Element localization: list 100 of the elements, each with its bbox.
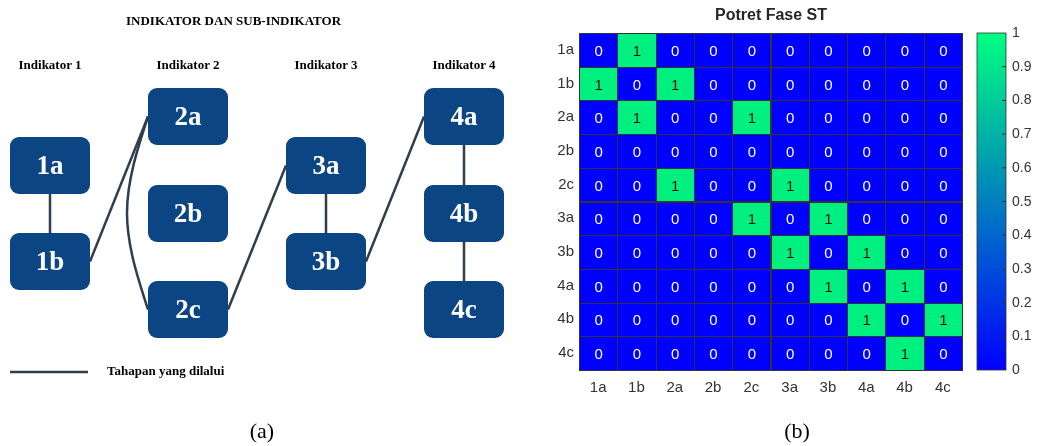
row-label: 1b <box>556 73 574 91</box>
colorbar-tick-label: 0.1 <box>1012 327 1032 344</box>
node-label: 4a <box>450 101 478 132</box>
heatmap-cell: 0 <box>808 336 849 371</box>
heatmap-cell: 1 <box>617 33 657 68</box>
heatmap-cell: 1 <box>885 268 925 304</box>
sub-indicator-box <box>10 137 90 194</box>
node-label: 3b <box>311 246 341 277</box>
indicator-heading: Indikator 3 <box>293 57 359 73</box>
heatmap-cell: 0 <box>693 134 734 169</box>
heatmap-cell: 0 <box>885 33 925 68</box>
connector-line <box>462 242 466 281</box>
connector-line <box>226 165 288 310</box>
legend-label: Tahapan yang dilalui <box>107 363 225 379</box>
sub-indicator-box <box>148 88 228 145</box>
heatmap-cell: 0 <box>655 235 695 270</box>
heatmap-cell: 0 <box>693 235 734 270</box>
heatmap-cell: 1 <box>770 235 810 270</box>
row-label: 4b <box>556 309 574 327</box>
colorbar-tick-label: 0.5 <box>1012 192 1032 209</box>
indicator-heading: Indikator 2 <box>155 57 221 73</box>
colorbar-tick-label: 0.9 <box>1012 57 1032 74</box>
colorbar-tick-label: 0.4 <box>1012 226 1032 243</box>
heatmap-cell: 0 <box>693 336 734 371</box>
heatmap-cell: 0 <box>770 336 810 371</box>
heatmap-cell: 0 <box>579 33 619 68</box>
row-label: 4a <box>556 275 574 293</box>
column-label: 1a <box>588 378 608 395</box>
heatmap-cell: 0 <box>655 33 695 68</box>
sub-indicator-box <box>286 233 366 290</box>
indicator-heading: Indikator 4 <box>431 57 497 73</box>
column-label: 3a <box>780 378 799 395</box>
sub-indicator-box <box>148 281 228 338</box>
indicator-heading: Indikator 1 <box>17 57 83 73</box>
panel-label: (b) <box>783 418 811 444</box>
connector-line <box>364 116 426 262</box>
sub-indicator-box <box>424 281 504 338</box>
heatmap-cell: 0 <box>885 100 925 136</box>
colorbar-tick-label: 0 <box>1012 361 1020 377</box>
sub-indicator-box <box>424 185 504 242</box>
heatmap-cell: 0 <box>732 134 772 169</box>
column-label: 1b <box>627 378 646 395</box>
heatmap-cell: 0 <box>732 167 772 203</box>
heatmap-cell: 0 <box>923 235 963 270</box>
colorbar-tick-label: 0.6 <box>1012 158 1032 175</box>
row-label: 1a <box>556 39 574 57</box>
heatmap-cell: 0 <box>732 268 772 304</box>
connector-line <box>125 116 150 310</box>
node-label: 4c <box>451 294 477 325</box>
panel-label: (a) <box>248 418 276 444</box>
heatmap-cell: 0 <box>847 336 887 371</box>
heatmap-cell: 1 <box>847 235 887 270</box>
heatmap-cell: 0 <box>885 134 925 169</box>
node-label: 2a <box>174 101 202 132</box>
heatmap-cell: 1 <box>885 336 925 371</box>
connector-line <box>462 145 466 185</box>
column-label: 4b <box>895 378 914 395</box>
heatmap-cell: 0 <box>579 235 619 270</box>
colorbar-tick-label: 0.7 <box>1012 125 1032 142</box>
heatmap-cell: 0 <box>770 134 810 169</box>
column-label: 2b <box>703 378 723 395</box>
column-label: 4a <box>856 378 876 395</box>
heatmap-cell: 0 <box>579 336 619 371</box>
column-label: 3b <box>818 378 838 395</box>
node-label: 2c <box>175 294 201 325</box>
colorbar-tick-label: 0.2 <box>1012 293 1032 310</box>
heatmap-cell: 0 <box>808 134 849 169</box>
heatmap-cell: 1 <box>617 100 657 136</box>
row-label: 3a <box>556 208 574 226</box>
node-label: 1a <box>36 150 64 181</box>
node-label: 4b <box>449 198 479 229</box>
sub-indicator-box <box>10 233 90 290</box>
row-label: 2b <box>556 140 574 158</box>
heatmap-cell: 0 <box>847 134 887 169</box>
heatmap-cell: 0 <box>617 167 657 203</box>
connector-line <box>324 194 328 233</box>
row-label: 2c <box>557 174 574 192</box>
sub-indicator-box <box>424 88 504 145</box>
heatmap-cell: 0 <box>579 134 619 169</box>
heatmap-cell: 0 <box>885 235 925 270</box>
heatmap-title: Potret Fase ST <box>714 6 828 24</box>
heatmap-cell: 0 <box>885 167 925 203</box>
node-label: 3a <box>312 150 340 181</box>
heatmap-cell: 0 <box>693 33 734 68</box>
heatmap-cell: 0 <box>808 235 849 270</box>
node-label: 1b <box>35 246 65 277</box>
colorbar-tick-label: 0.8 <box>1012 91 1032 108</box>
column-label: 4c <box>933 378 952 395</box>
row-label: 4c <box>557 343 574 361</box>
colorbar-tick-label: 0.3 <box>1012 259 1032 276</box>
heatmap-cell: 0 <box>655 336 695 371</box>
column-label: 2c <box>742 378 761 395</box>
connector-line <box>48 194 52 233</box>
heatmap-cell: 0 <box>770 33 810 68</box>
heatmap-cell: 0 <box>923 336 963 371</box>
heatmap-cell: 0 <box>617 134 657 169</box>
heatmap-cell: 0 <box>617 336 657 371</box>
column-label: 2a <box>665 378 685 395</box>
heatmap-cell: 1 <box>732 100 772 136</box>
row-label: 3b <box>556 242 574 260</box>
